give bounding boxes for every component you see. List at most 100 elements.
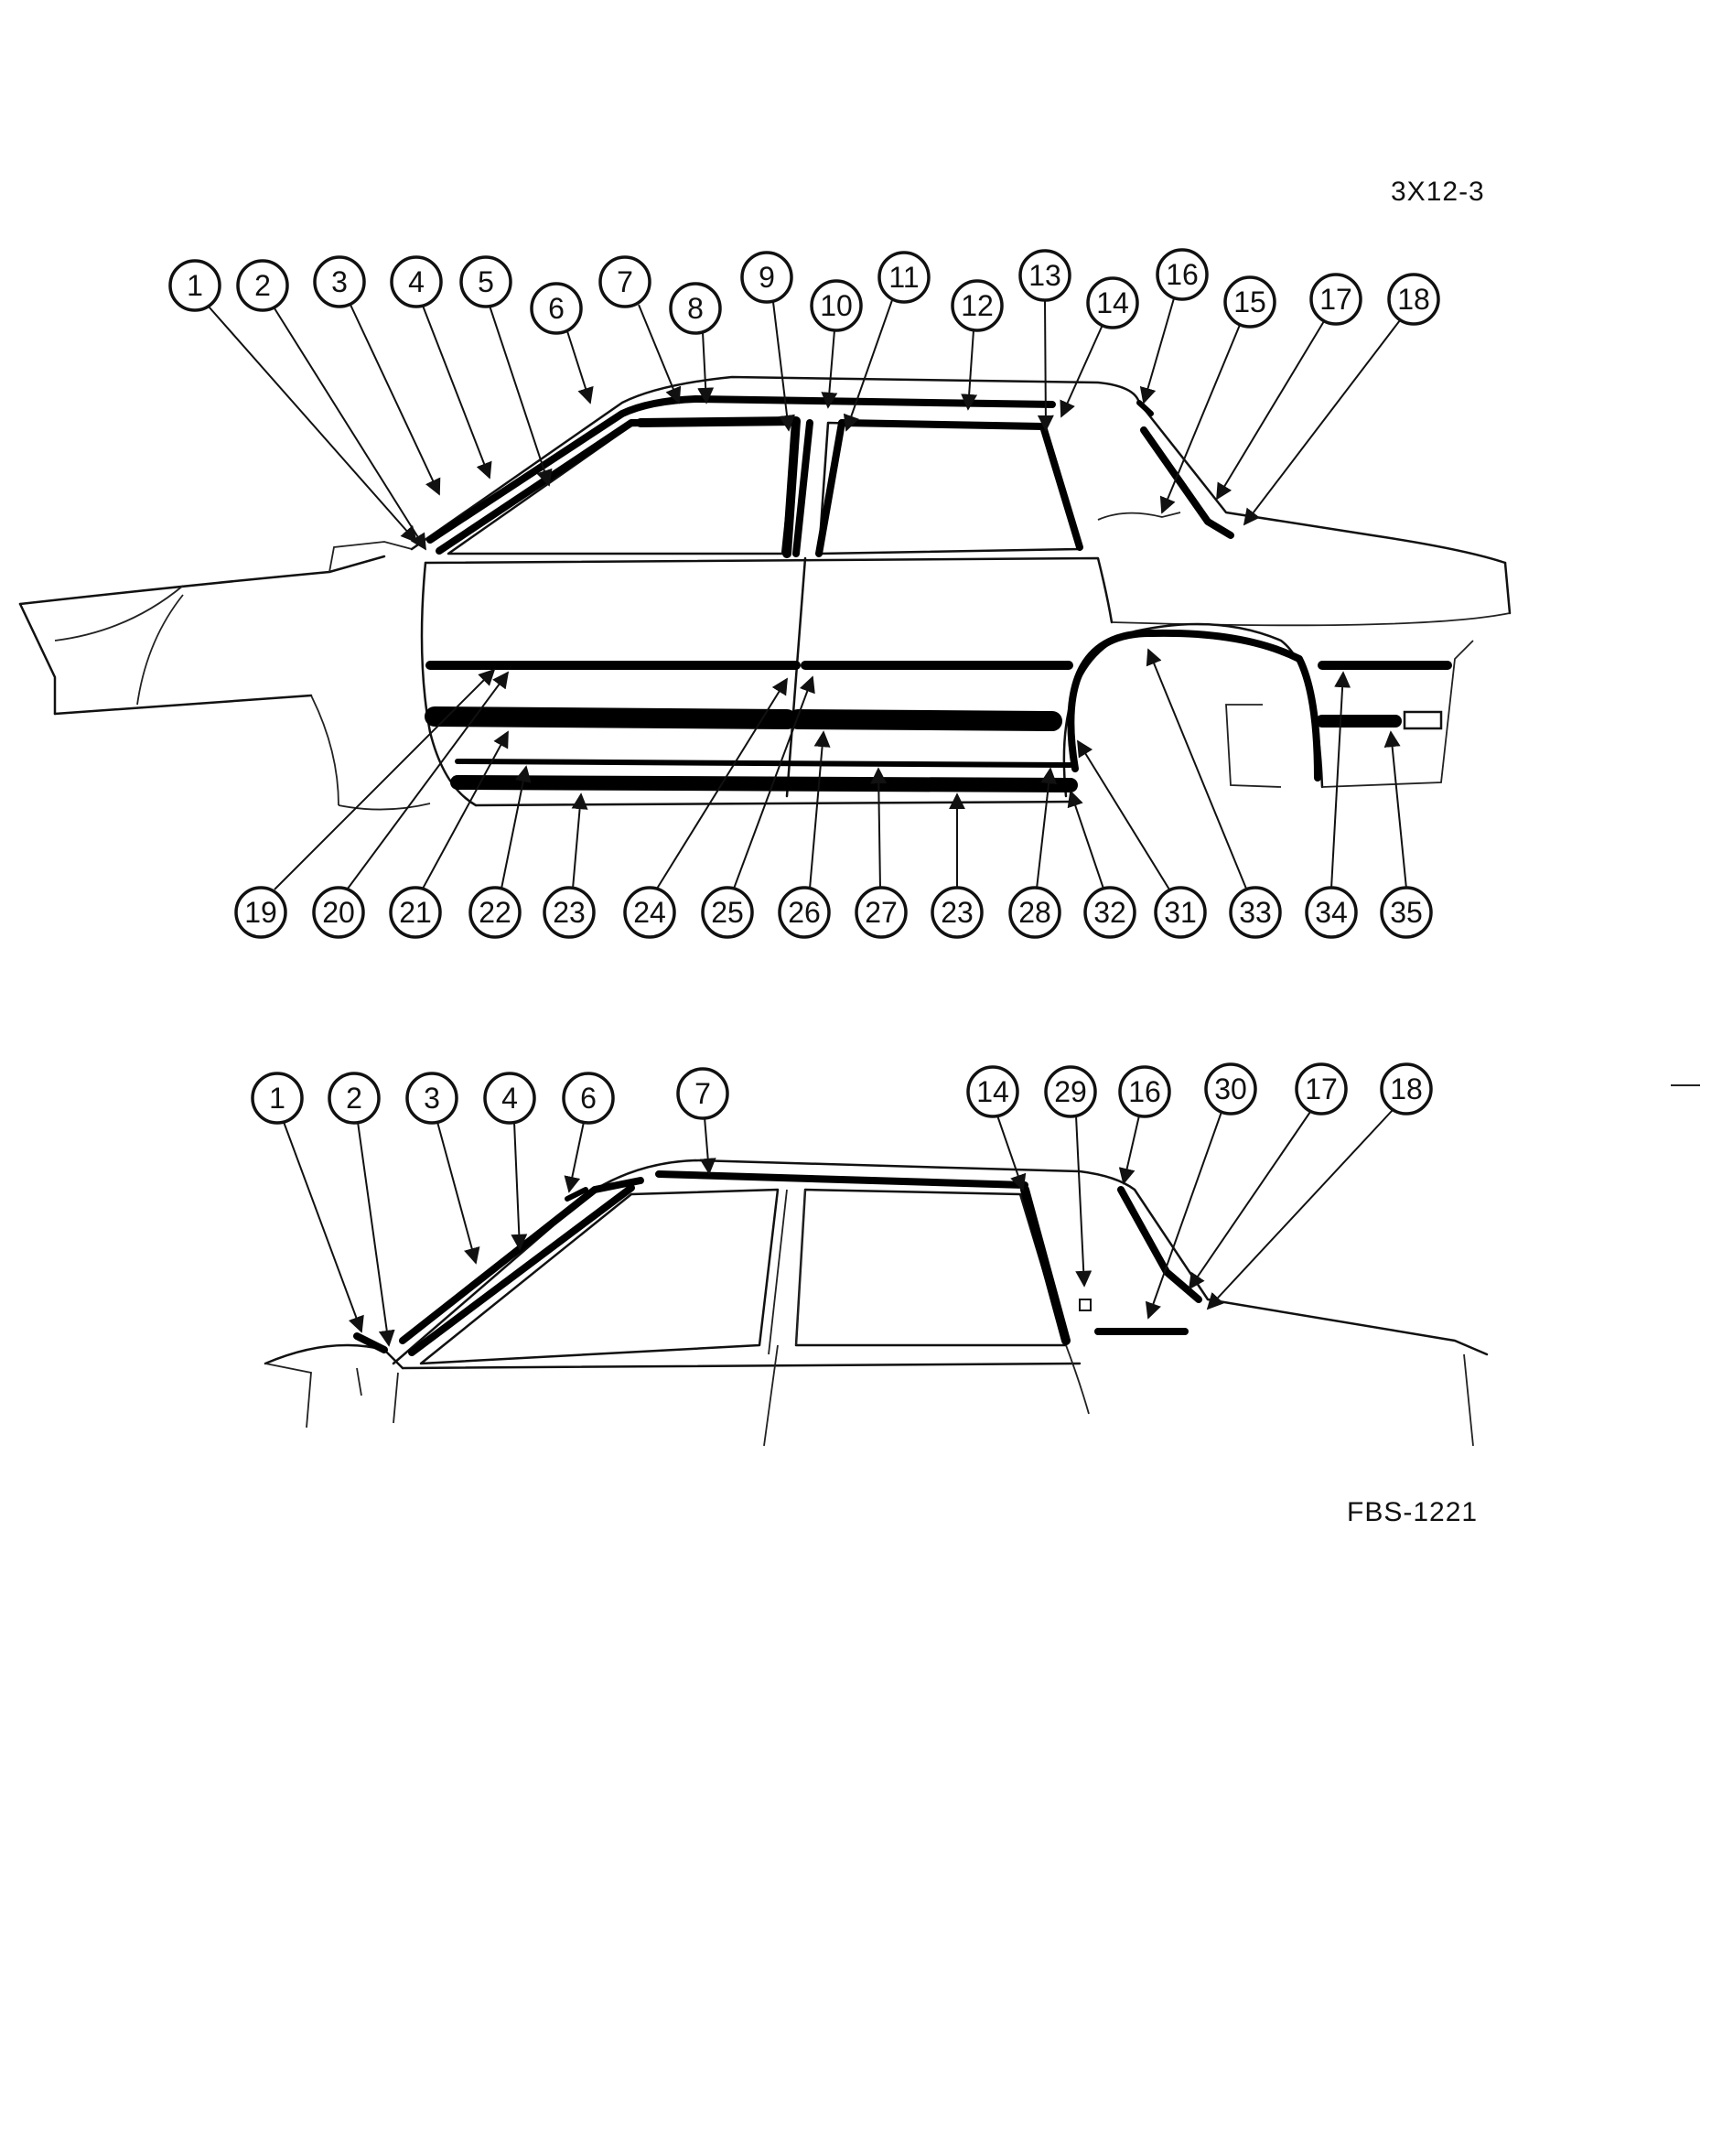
callout-28: 28	[1008, 767, 1061, 939]
svg-text:1: 1	[269, 1082, 285, 1115]
svg-text:31: 31	[1164, 896, 1197, 929]
svg-text:25: 25	[711, 896, 744, 929]
callout-19: 19	[234, 668, 496, 939]
upper-car-body	[18, 375, 1512, 811]
lower-callout-7: 7	[676, 1067, 729, 1175]
callout-13: 13	[1018, 249, 1071, 432]
svg-text:19: 19	[244, 896, 277, 929]
svg-text:2: 2	[346, 1082, 362, 1115]
callout-21: 21	[389, 730, 509, 939]
lower-callout-2: 2	[328, 1072, 395, 1347]
svg-text:29: 29	[1054, 1075, 1087, 1108]
lower-callout-6: 6	[562, 1072, 615, 1193]
lower-callouts: 1 2 3 4 6 7 14 29 16 30 17 18	[251, 1062, 1433, 1347]
svg-text:23: 23	[941, 896, 974, 929]
callout-7: 7	[598, 255, 682, 404]
svg-text:7: 7	[617, 265, 633, 298]
callout-32: 32	[1067, 790, 1136, 939]
callout-10: 10	[810, 279, 863, 409]
svg-text:30: 30	[1214, 1073, 1247, 1105]
lower-callout-16: 16	[1118, 1065, 1171, 1185]
svg-text:4: 4	[408, 265, 425, 298]
svg-text:4: 4	[501, 1082, 518, 1115]
callout-5: 5	[459, 255, 553, 487]
callout-22: 22	[468, 765, 532, 939]
callout-14: 14	[1060, 276, 1139, 418]
svg-text:23: 23	[553, 896, 586, 929]
svg-text:35: 35	[1390, 896, 1423, 929]
svg-text:27: 27	[865, 896, 898, 929]
lower-callout-30: 30	[1145, 1062, 1257, 1320]
callout-9: 9	[740, 251, 795, 432]
svg-text:6: 6	[580, 1082, 597, 1115]
svg-text:28: 28	[1018, 896, 1051, 929]
upper-callouts-bottom: 19 20 21 22 23 24 25 26 27 23 28 32 31 3…	[234, 648, 1433, 939]
callout-17: 17	[1216, 273, 1362, 501]
svg-text:24: 24	[633, 896, 666, 929]
callout-3: 3	[313, 255, 441, 496]
callout-18: 18	[1243, 273, 1440, 526]
callout-26: 26	[778, 730, 831, 939]
lower-callout-3: 3	[405, 1072, 480, 1265]
svg-text:18: 18	[1397, 283, 1430, 316]
callout-23b: 23	[931, 792, 984, 939]
svg-text:26: 26	[788, 896, 821, 929]
callout-31: 31	[1077, 739, 1207, 939]
callout-27: 27	[855, 767, 908, 939]
callout-23a: 23	[543, 792, 596, 939]
lower-callout-14: 14	[966, 1065, 1027, 1191]
svg-text:15: 15	[1233, 286, 1266, 318]
svg-text:6: 6	[548, 292, 565, 325]
svg-text:13: 13	[1028, 259, 1061, 292]
svg-text:21: 21	[399, 896, 432, 929]
callout-8: 8	[669, 282, 722, 404]
callout-24: 24	[623, 677, 788, 939]
lower-moldings	[353, 1170, 1202, 1356]
lower-callout-29: 29	[1044, 1065, 1097, 1288]
callout-4: 4	[390, 255, 492, 480]
diagram-code-top: 3X12-3	[1391, 177, 1485, 207]
callout-16: 16	[1139, 248, 1209, 404]
svg-text:8: 8	[687, 292, 704, 325]
svg-text:16: 16	[1128, 1075, 1161, 1108]
svg-text:16: 16	[1166, 258, 1199, 291]
svg-text:33: 33	[1239, 896, 1272, 929]
upper-moldings	[425, 395, 1452, 792]
svg-text:14: 14	[1096, 286, 1129, 319]
upper-callouts-top: 1 2 3 4 5 6 7 8 9 10 11 12 13 14 16 15 1…	[168, 248, 1440, 551]
callout-20: 20	[312, 671, 510, 939]
svg-text:17: 17	[1305, 1073, 1338, 1105]
callout-34: 34	[1305, 671, 1358, 939]
svg-text:10: 10	[820, 289, 853, 322]
svg-text:34: 34	[1315, 896, 1348, 929]
callout-6: 6	[530, 282, 594, 404]
diagram-code-bottom: FBS-1221	[1347, 1497, 1479, 1527]
svg-text:14: 14	[976, 1075, 1009, 1108]
callout-25: 25	[701, 675, 815, 939]
lower-callout-17: 17	[1188, 1062, 1348, 1290]
callout-33: 33	[1146, 648, 1282, 939]
svg-text:22: 22	[479, 896, 511, 929]
lower-callout-18: 18	[1206, 1062, 1433, 1310]
svg-text:2: 2	[254, 269, 271, 302]
callout-12: 12	[951, 279, 1004, 411]
callout-15: 15	[1159, 275, 1276, 514]
svg-text:3: 3	[424, 1082, 440, 1115]
callout-1: 1	[168, 259, 418, 544]
svg-text:11: 11	[888, 261, 919, 294]
callout-11: 11	[843, 251, 931, 432]
svg-text:5: 5	[478, 265, 494, 298]
svg-text:3: 3	[331, 265, 348, 298]
svg-text:1: 1	[187, 269, 203, 302]
svg-text:9: 9	[759, 261, 775, 294]
callout-2: 2	[236, 259, 426, 551]
svg-text:17: 17	[1319, 283, 1352, 316]
lower-callout-4: 4	[483, 1072, 536, 1251]
svg-text:18: 18	[1390, 1073, 1423, 1105]
svg-text:7: 7	[694, 1077, 711, 1110]
svg-text:20: 20	[322, 896, 355, 929]
svg-text:12: 12	[961, 289, 994, 322]
callout-35: 35	[1380, 730, 1433, 939]
svg-text:32: 32	[1093, 896, 1126, 929]
